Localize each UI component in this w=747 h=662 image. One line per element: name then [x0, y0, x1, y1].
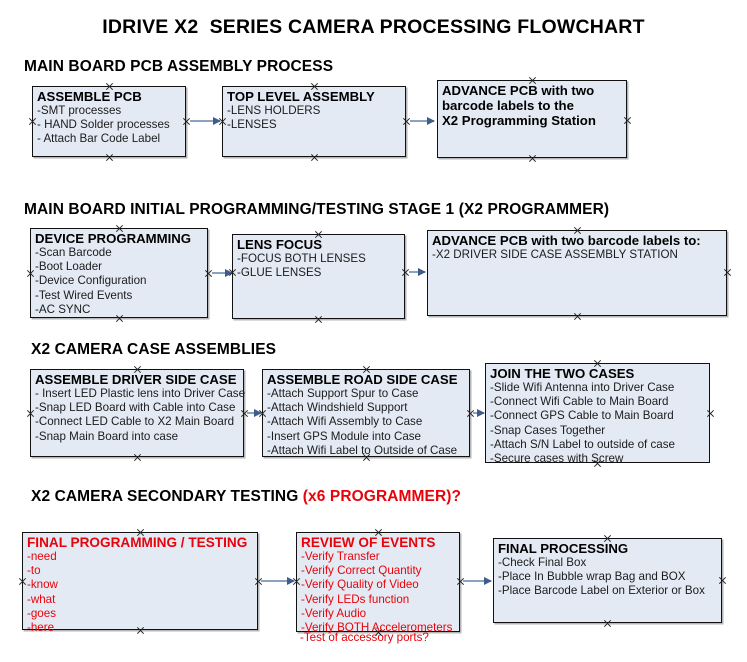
arrow-road-to-join-cases [473, 408, 485, 417]
box-line: -Snap LED Board with Cable into Case [35, 401, 236, 415]
box-title: REVIEW OF EVENTS [301, 535, 436, 550]
box-line: -SMT processes [37, 104, 122, 117]
box-review-of-events[interactable]: REVIEW OF EVENTS -Verify Transfer -Verif… [296, 532, 460, 635]
section-heading-4-main: X2 CAMERA SECONDARY TESTING [31, 488, 303, 505]
arrow-toplevel-to-advance [410, 116, 435, 125]
box-line: -Verify Correct Quantity [301, 564, 422, 578]
box-line: -Attach Windshield Support [267, 401, 408, 415]
box-line: -goes [27, 606, 57, 620]
box-line: -Attach Wifi Label to Outside of Case [267, 443, 458, 457]
arrow-finalprog-to-review [261, 576, 295, 585]
box-line: -X2 DRIVER SIDE CASE ASSEMBLY STATION [432, 248, 678, 261]
box-title: ASSEMBLE PCB [37, 89, 142, 104]
box-line: -Verify LEDs function [301, 592, 410, 606]
box-advance-pcb-driver-side[interactable]: ADVANCE PCB with two barcode labels to: … [427, 230, 727, 316]
section-heading-4-accent: (x6 PROGRAMMER)? [302, 488, 462, 505]
box-top-level-assembly[interactable]: TOP LEVEL ASSEMBLY -LENS HOLDERS -LENSES [222, 86, 406, 157]
box-line: -to [27, 564, 41, 578]
box-line: -here [27, 621, 55, 635]
section-heading-4: X2 CAMERA SECONDARY TESTING (x6 PROGRAMM… [31, 488, 461, 506]
box-line: -Connect GPS Cable to Main Board [490, 409, 674, 423]
box-line: -know [27, 578, 58, 592]
box-line: -Boot Loader [35, 260, 103, 274]
arrow-review-to-finalprocessing [463, 576, 492, 585]
box-line: -Verify Transfer [301, 550, 380, 563]
box-advance-pcb-station[interactable]: ADVANCE PCB with two barcode labels to t… [437, 80, 627, 158]
box-title: ADVANCE PCB with two [442, 83, 595, 98]
box-line: -Connect LED Cable to X2 Main Board [35, 415, 235, 429]
box-title: DEVICE PROGRAMMING [35, 231, 192, 246]
box-line: -what [27, 592, 56, 606]
arrow-driver-to-road-case [247, 408, 262, 417]
box-line: -Attach Wifi Assembly to Case [267, 415, 423, 429]
arrow-lensfocus-to-advance [409, 267, 426, 276]
box-line: -LENSES [227, 118, 277, 132]
box-line: -Verify BOTH Accelerometers [301, 621, 453, 635]
box-assemble-driver-side-case[interactable]: ASSEMBLE DRIVER SIDE CASE - Insert LED P… [30, 369, 246, 457]
box-line: -Device Configuration [35, 274, 147, 288]
section-heading-1: MAIN BOARD PCB ASSEMBLY PROCESS [24, 58, 334, 75]
box-title: FINAL PROGRAMMING / TESTING [27, 535, 248, 550]
box-line: -Verify Audio [301, 606, 367, 620]
box-lens-focus[interactable]: LENS FOCUS -FOCUS BOTH LENSES -GLUE LENS… [232, 234, 405, 319]
box-line: -LENS HOLDERS [227, 104, 321, 117]
section-heading-2: MAIN BOARD INITIAL PROGRAMMING/TESTING S… [24, 201, 610, 218]
box-line: -GLUE LENSES [237, 266, 322, 280]
box-line: -Place Barcode Label on Exterior or Box [498, 584, 705, 598]
box-line: barcode labels to the [442, 98, 574, 113]
box-line: -Attach Support Spur to Case [267, 387, 419, 400]
box-line: -Snap Main Board into case [35, 429, 179, 443]
box-line: -Scan Barcode [35, 246, 112, 259]
box-line: -Snap Cases Together [490, 423, 606, 437]
box-line: - Insert LED Plastic lens into Driver Ca… [35, 387, 246, 400]
box-line: - Attach Bar Code Label [37, 132, 161, 146]
box-line: -Test Wired Events [35, 288, 133, 302]
box-line: -Slide Wifi Antenna into Driver Case [490, 381, 675, 394]
box-device-programming[interactable]: DEVICE PROGRAMMING -Scan Barcode -Boot L… [30, 228, 208, 318]
box-line: -Attach S/N Label to outside of case [490, 437, 675, 451]
box-title: JOIN THE TWO CASES [490, 366, 635, 381]
box-title: ADVANCE PCB with two barcode labels to: [432, 233, 701, 248]
box-line: X2 Programming Station [442, 113, 596, 128]
arrow-pcb-to-toplevel [190, 116, 221, 125]
box-join-the-two-cases[interactable]: JOIN THE TWO CASES -Slide Wifi Antenna i… [485, 363, 710, 466]
box-line: - HAND Solder processes [37, 118, 170, 132]
box-line-overflow: -Test of accessory ports? [300, 631, 429, 644]
box-title: LENS FOCUS [237, 237, 322, 252]
box-assemble-pcb[interactable]: ASSEMBLE PCB -SMT processes - HAND Solde… [32, 86, 186, 157]
box-line: -Place In Bubble wrap Bag and BOX [498, 570, 686, 584]
box-title: TOP LEVEL ASSEMBLY [227, 89, 375, 104]
box-line: -Connect Wifi Cable to Main Board [490, 395, 669, 409]
box-line: -AC SYNC [35, 302, 91, 316]
box-line: -need [27, 550, 57, 563]
page-title: IDRIVE X2 SERIES CAMERA PROCESSING FLOWC… [102, 16, 645, 38]
section-heading-3: X2 CAMERA CASE ASSEMBLIES [31, 341, 277, 358]
box-title: FINAL PROCESSING [498, 541, 629, 556]
box-final-programming-testing[interactable]: FINAL PROGRAMMING / TESTING -need -to -k… [22, 532, 258, 634]
box-line: -Check Final Box [498, 556, 587, 569]
box-title: ASSEMBLE ROAD SIDE CASE [267, 372, 458, 387]
box-final-processing[interactable]: FINAL PROCESSING -Check Final Box -Place… [493, 538, 722, 623]
box-line: -Verify Quality of Video [301, 578, 419, 592]
box-line: -Insert GPS Module into Case [267, 429, 422, 443]
arrow-device-to-lensfocus [212, 268, 233, 277]
box-line: -Secure cases with Screw [490, 452, 624, 466]
box-title: ASSEMBLE DRIVER SIDE CASE [35, 372, 237, 387]
box-assemble-road-side-case[interactable]: ASSEMBLE ROAD SIDE CASE -Attach Support … [262, 369, 470, 457]
box-line: -FOCUS BOTH LENSES [237, 252, 366, 265]
